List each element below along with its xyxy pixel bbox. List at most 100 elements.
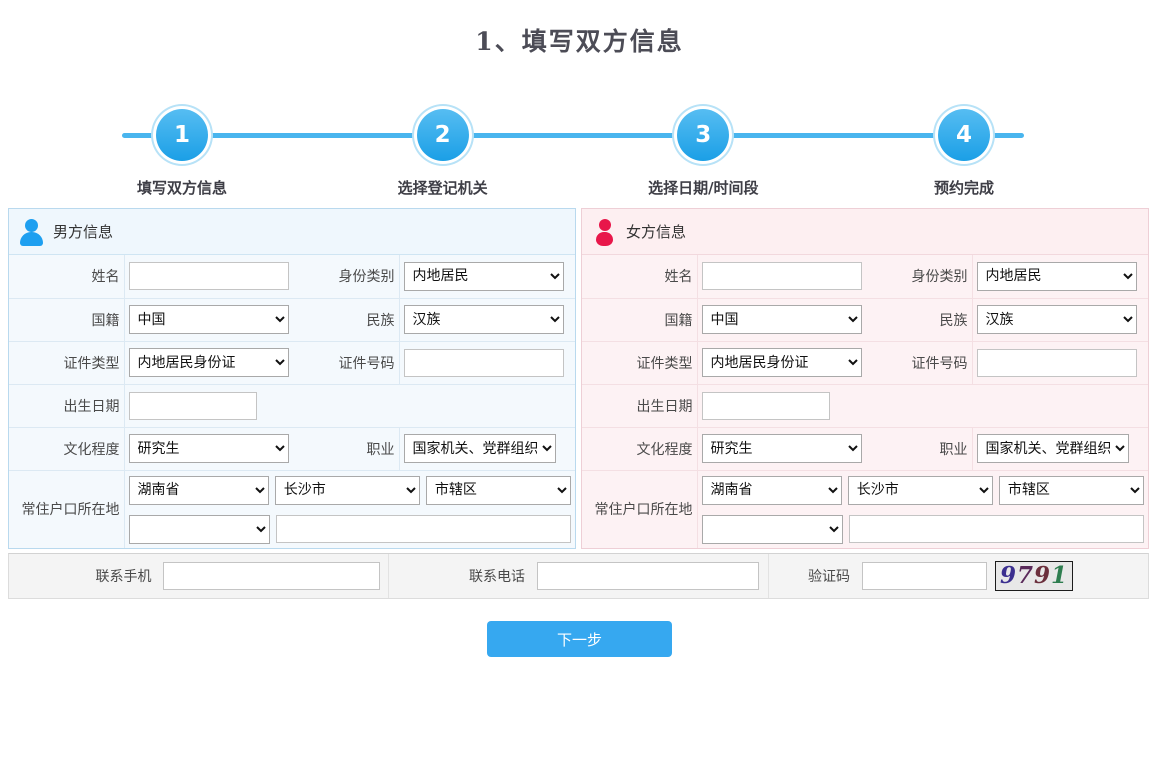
contact-phone-input[interactable]	[537, 562, 759, 590]
female-education-cell: 研究生	[697, 426, 872, 470]
male-residence-city-select[interactable]: 长沙市	[274, 475, 420, 505]
next-step-button[interactable]: 下一步	[487, 621, 672, 657]
captcha-label: 验证码	[808, 569, 850, 585]
female-nationality-cell: 中国	[697, 297, 872, 341]
stepper-step-3[interactable]: 3 选择日期/时间段	[643, 88, 763, 198]
information-panels: 男方信息 姓名 身份类别 内地居民 国籍 中国	[0, 208, 1159, 549]
female-occupation-cell: 国家机关、党群组织	[972, 426, 1148, 470]
female-residence-label: 常住户口所在地	[582, 469, 698, 548]
male-id-number-label: 证件号码	[299, 340, 400, 384]
male-nationality-select[interactable]: 中国	[128, 305, 289, 334]
stepper-connector-line	[122, 133, 1024, 138]
progress-stepper: 1 填写双方信息 2 选择登记机关 3 选择日期/时间段 4 预约完成	[0, 88, 1159, 198]
female-residence-street-select[interactable]	[701, 514, 843, 544]
female-ethnicity-select[interactable]: 汉族	[976, 305, 1137, 334]
step-4-label: 预约完成	[933, 179, 994, 197]
female-occupation-label: 职业	[872, 426, 973, 470]
male-info-panel: 男方信息 姓名 身份类别 内地居民 国籍 中国	[8, 208, 576, 549]
stepper-step-1[interactable]: 1 填写双方信息	[122, 88, 242, 198]
captcha-digit-4: 1	[1051, 562, 1069, 589]
male-education-cell: 研究生	[124, 426, 299, 470]
male-row-residence-2	[9, 510, 575, 548]
contact-mobile-label: 联系手机	[95, 569, 152, 585]
male-id-type-select[interactable]: 内地居民身份证	[128, 348, 289, 377]
step-4-number: 4	[937, 109, 990, 161]
stepper-step-4[interactable]: 4 预约完成	[904, 88, 1024, 198]
male-id-type-label: 证件类型	[9, 340, 125, 384]
male-id-number-input[interactable]	[403, 348, 564, 377]
female-info-panel: 女方信息 姓名 身份类别 内地居民 国籍 中国	[581, 208, 1149, 549]
female-id-type-select[interactable]: 内地居民身份证	[701, 348, 862, 377]
male-ethnicity-cell: 汉族	[399, 297, 575, 341]
female-birth-date-input[interactable]	[701, 391, 830, 420]
female-ethnicity-cell: 汉族	[972, 297, 1148, 341]
female-form-table: 姓名 身份类别 内地居民 国籍 中国 民族	[582, 255, 1148, 548]
female-panel-header: 女方信息	[582, 209, 1148, 255]
female-panel-title: 女方信息	[626, 223, 687, 241]
female-education-select[interactable]: 研究生	[701, 434, 862, 463]
male-birth-date-label: 出生日期	[9, 383, 125, 427]
female-nationality-select[interactable]: 中国	[701, 305, 862, 334]
male-identity-type-select[interactable]: 内地居民	[403, 261, 564, 291]
female-row-residence-2	[582, 510, 1148, 548]
female-row-birth: 出生日期	[582, 383, 1148, 427]
contact-mobile-input[interactable]	[163, 562, 380, 590]
male-row-birth: 出生日期	[9, 383, 575, 427]
captcha-image[interactable]: 9791	[995, 561, 1073, 591]
female-row-name: 姓名 身份类别 内地居民	[582, 255, 1148, 298]
male-residence-street-select[interactable]	[128, 514, 270, 544]
male-nationality-cell: 中国	[124, 297, 299, 341]
male-occupation-select[interactable]: 国家机关、党群组织	[403, 434, 556, 463]
male-panel-title: 男方信息	[53, 223, 114, 241]
male-occupation-cell: 国家机关、党群组织	[399, 426, 575, 470]
contact-info-strip: 联系手机 联系电话 验证码 9791	[8, 553, 1149, 599]
step-3-number: 3	[677, 109, 730, 161]
male-id-type-cell: 内地居民身份证	[124, 340, 299, 384]
female-row-education: 文化程度 研究生 职业 国家机关、党群组织	[582, 426, 1148, 470]
female-residence-province-select[interactable]: 湖南省	[701, 475, 842, 505]
male-ethnicity-select[interactable]: 汉族	[403, 305, 564, 334]
female-residence-cell-2	[697, 510, 1148, 548]
step-2-label: 选择登记机关	[397, 179, 488, 197]
female-education-label: 文化程度	[582, 426, 698, 470]
male-name-cell	[124, 255, 299, 298]
female-id-number-input[interactable]	[976, 348, 1137, 377]
male-birth-spacer-2	[399, 383, 575, 427]
step-3-label: 选择日期/时间段	[648, 179, 759, 197]
male-residence-district-select[interactable]: 市辖区	[425, 475, 571, 505]
female-residence-cell-1: 湖南省 长沙市 市辖区	[697, 469, 1148, 510]
female-residence-city-select[interactable]: 长沙市	[847, 475, 993, 505]
male-education-label: 文化程度	[9, 426, 125, 470]
female-occupation-select[interactable]: 国家机关、党群组织	[976, 434, 1129, 463]
footer-actions: 下一步	[0, 621, 1159, 657]
male-name-input[interactable]	[128, 262, 289, 291]
male-row-nationality: 国籍 中国 民族 汉族	[9, 297, 575, 341]
male-form-table: 姓名 身份类别 内地居民 国籍 中国 民族	[9, 255, 575, 548]
page-title: 1、填写双方信息	[475, 27, 684, 56]
male-birth-date-input[interactable]	[128, 391, 257, 420]
male-identity-type-cell: 内地居民	[399, 255, 575, 298]
male-education-select[interactable]: 研究生	[128, 434, 289, 463]
male-identity-type-label: 身份类别	[299, 255, 400, 298]
female-row-nationality: 国籍 中国 民族 汉族	[582, 297, 1148, 341]
female-birth-spacer-2	[972, 383, 1148, 427]
female-avatar-icon	[592, 217, 618, 247]
captcha-input[interactable]	[862, 562, 987, 590]
female-identity-type-select[interactable]: 内地居民	[976, 261, 1137, 291]
step-1-label: 填写双方信息	[136, 179, 227, 197]
captcha-digit-1: 9	[999, 562, 1017, 589]
male-residence-label: 常住户口所在地	[9, 469, 125, 548]
contact-phone-label: 联系电话	[469, 569, 525, 585]
male-residence-detail-input[interactable]	[275, 515, 571, 543]
female-birth-spacer-1	[872, 383, 972, 427]
male-name-label: 姓名	[9, 255, 125, 298]
female-id-number-cell	[972, 340, 1148, 384]
female-row-id: 证件类型 内地居民身份证 证件号码	[582, 340, 1148, 384]
captcha-digit-2: 7	[1016, 562, 1034, 589]
female-name-input[interactable]	[701, 262, 862, 291]
female-residence-district-select[interactable]: 市辖区	[998, 475, 1144, 505]
stepper-step-2[interactable]: 2 选择登记机关	[383, 88, 503, 198]
female-residence-detail-input[interactable]	[848, 515, 1144, 543]
male-residence-cell-1: 湖南省 长沙市 市辖区	[124, 469, 575, 510]
male-residence-province-select[interactable]: 湖南省	[128, 475, 269, 505]
